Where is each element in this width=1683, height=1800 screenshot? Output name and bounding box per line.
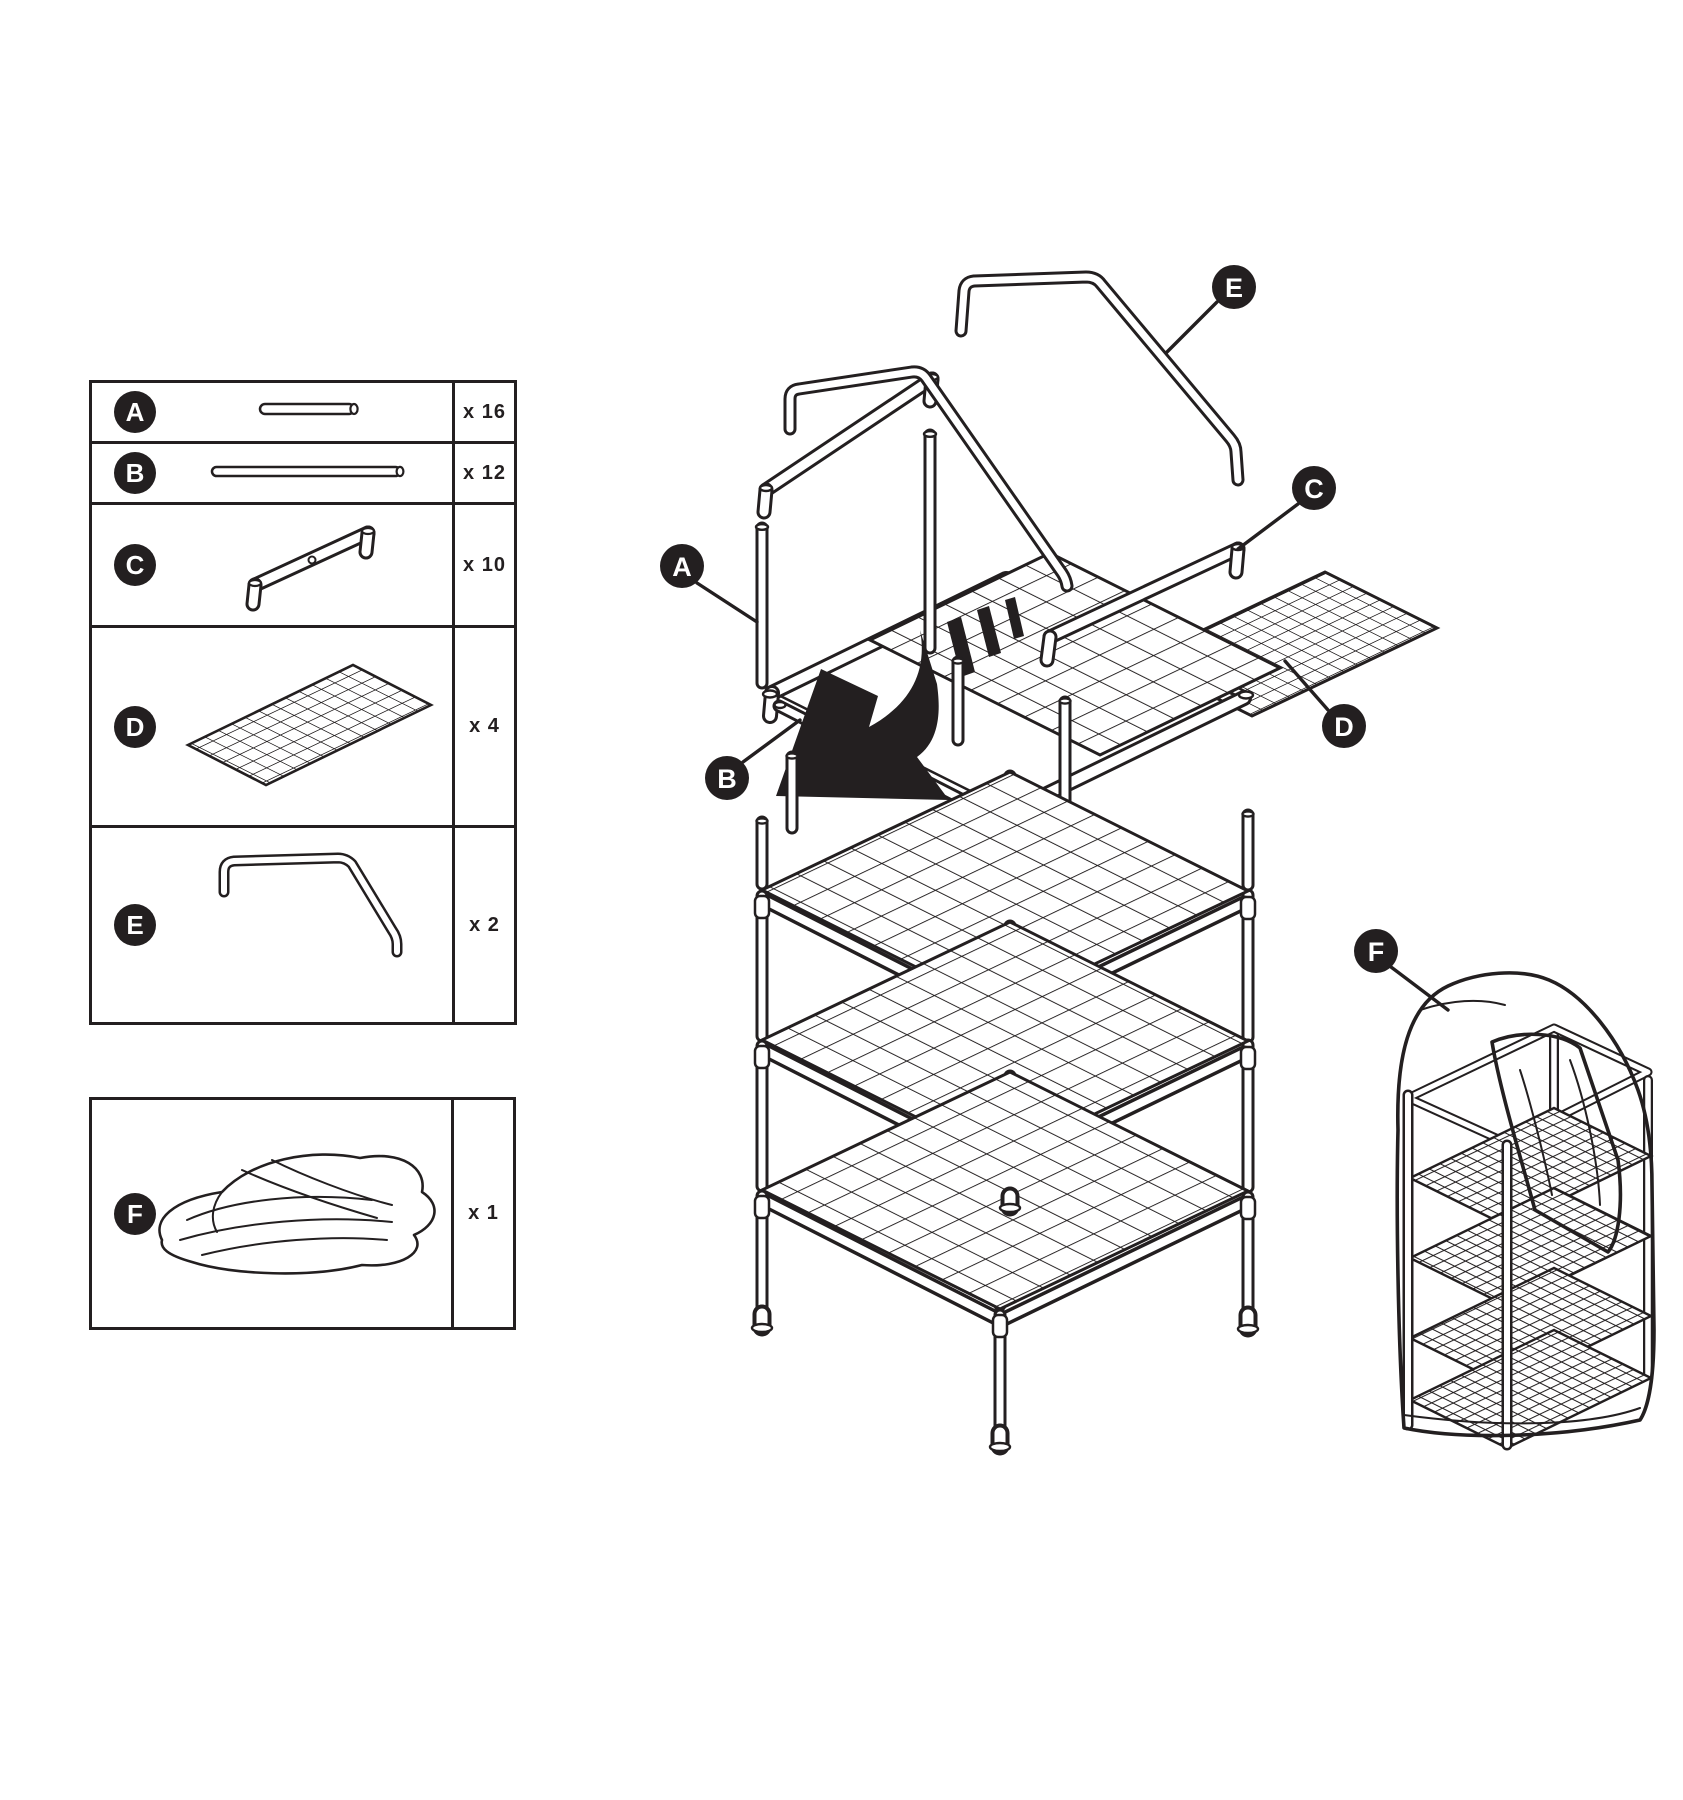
parts-table-row-b: B x 12	[92, 441, 514, 502]
lower-stack	[750, 769, 1260, 1456]
attached-handle-frame-e	[783, 365, 1074, 593]
part-c-badge: C	[114, 544, 156, 586]
callout-letter-c: C	[1304, 474, 1324, 504]
floating-pole-a1	[754, 521, 770, 690]
part-a-qty-cell: x 16	[452, 383, 514, 441]
part-e-cell: E	[92, 828, 452, 1022]
callout-badge-e: E	[1212, 265, 1256, 309]
callout-letter-b: B	[717, 764, 737, 794]
exploded-side-rail-right	[1039, 541, 1246, 668]
callout-letter-a: A	[672, 552, 692, 582]
insertion-arrow	[776, 597, 1024, 800]
part-f-cell: F	[92, 1100, 451, 1327]
part-f-folded-cover-icon	[158, 1153, 436, 1275]
part-f-qty-cell: x 1	[451, 1100, 513, 1327]
parts-table-row-e: E x 2	[92, 825, 514, 1022]
callout-badge-c: C	[1292, 466, 1336, 510]
covered-greenhouse-unit	[1395, 971, 1656, 1451]
covered-unit-shelves	[1407, 1106, 1654, 1450]
callout-badge-b: B	[705, 756, 749, 800]
parts-table-row-a: A x 16	[92, 383, 514, 441]
part-c-qty-cell: x 10	[452, 505, 514, 625]
parts-table: A x 16 B x 12	[89, 380, 517, 1025]
part-c-quantity: x 10	[463, 553, 506, 576]
callout-leaders	[695, 300, 1450, 1012]
part-c-side-rail-icon	[245, 525, 376, 612]
floating-handle-frame-e	[954, 270, 1245, 487]
callout-badge-a: A	[660, 544, 704, 588]
part-d-mesh-shelf-icon	[185, 663, 434, 787]
part-e-qty-cell: x 2	[452, 828, 514, 1022]
part-a-short-pole-icon	[258, 402, 359, 416]
part-d-badge: D	[114, 705, 156, 748]
part-c-cell: C	[92, 505, 452, 625]
part-e-handle-frame-icon	[218, 852, 403, 958]
floating-pole-stubs	[785, 655, 1072, 835]
part-e-quantity: x 2	[469, 913, 500, 936]
callout-letter-f: F	[1368, 937, 1385, 967]
callout-badge-f: F	[1354, 929, 1398, 973]
cover-part-box: F x 1	[89, 1097, 516, 1330]
callout-badge-d: D	[1322, 704, 1366, 748]
part-b-qty-cell: x 12	[452, 444, 514, 502]
part-a-badge: A	[114, 391, 156, 433]
greenhouse-cover-outline	[1395, 971, 1656, 1438]
parts-table-row-c: C x 10	[92, 502, 514, 625]
part-a-quantity: x 16	[463, 400, 506, 423]
part-a-cell: A	[92, 383, 452, 441]
top-mesh-shelf	[866, 551, 1284, 757]
part-b-badge: B	[114, 452, 156, 494]
callout-letter-d: D	[1334, 712, 1354, 742]
part-f-badge: F	[114, 1192, 156, 1235]
part-d-qty-cell: x 4	[452, 628, 514, 825]
parts-table-row-d: D x 4	[92, 625, 514, 825]
part-d-cell: D	[92, 628, 452, 825]
floating-pole-a2	[922, 428, 938, 655]
part-e-badge: E	[114, 904, 156, 946]
part-b-long-pole-icon	[210, 465, 405, 478]
part-d-quantity: x 4	[469, 715, 500, 737]
part-f-quantity: x 1	[468, 1202, 499, 1224]
part-b-cell: B	[92, 444, 452, 502]
part-b-quantity: x 12	[463, 461, 506, 484]
callout-letter-e: E	[1225, 273, 1243, 303]
